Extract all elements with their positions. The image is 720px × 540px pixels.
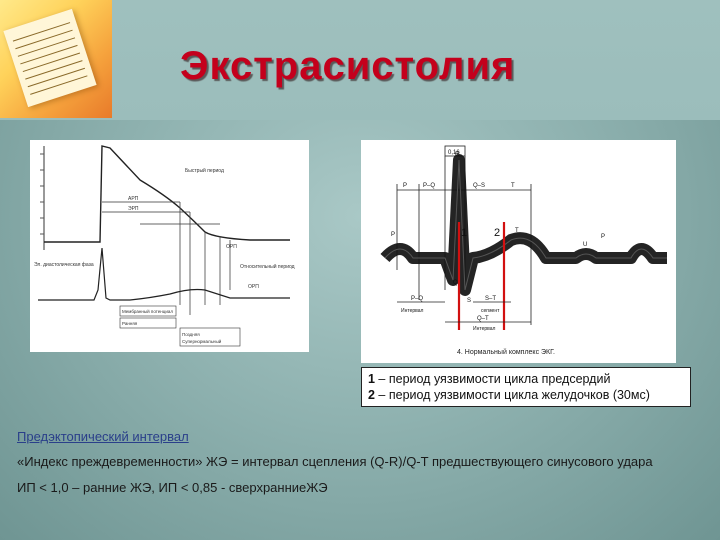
p-wave-2-label: P [601, 234, 605, 240]
top-pq-label: P–Q [423, 183, 435, 189]
marker-2-label: 2 [494, 227, 500, 239]
header-band [0, 0, 720, 120]
u-wave-label: U [583, 242, 587, 248]
top-qs-label: Q–S [473, 183, 485, 189]
t-wave-label: T [515, 228, 519, 234]
ecg-complex-figure: 0,16 P P–Q Q–S T P Q T U P S R 1 2 P–Q И… [361, 140, 676, 363]
membrane-label: Мембранный потенциал [122, 308, 173, 314]
p-wave-label: P [391, 232, 395, 238]
top-p-label: P [403, 183, 407, 189]
s-wave-label: S [467, 298, 471, 304]
legend-line-1: 1 – период уязвимости цикла предсердий [368, 371, 684, 387]
q-wave-label: Q [453, 280, 458, 286]
action-potential-figure: АРП ЭРП ОРП Быстрый период Эл. диастолич… [30, 140, 309, 352]
slide-title: Экстрасистолия [180, 44, 516, 88]
r-wave-label: R [455, 152, 460, 158]
top-t-label: T [511, 183, 515, 189]
prematurity-threshold-text: ИП < 1,0 – ранние ЖЭ, ИП < 0,85 - сверхр… [17, 480, 328, 495]
supernormal-label: Супернормальный [182, 338, 222, 344]
app-label: АРП [128, 196, 139, 202]
erp-label: ЭРП [128, 206, 139, 212]
legend-line-2: 2 – период уязвимости цикла желудочков (… [368, 387, 684, 403]
prematurity-index-text: «Индекс преждевременности» ЖЭ = интервал… [17, 454, 653, 469]
bottom-pq-interval-label: Интервал [401, 308, 424, 314]
early-label: Ранняя [122, 321, 138, 326]
orp-label: ОРП [226, 244, 237, 250]
legend-2-number: 2 [368, 388, 375, 402]
bottom-st-segment-label: сегмент [481, 308, 500, 314]
orp2-label: ОРП [248, 284, 259, 290]
ecg-complex-diagram: 0,16 P P–Q Q–S T P Q T U P S R 1 2 P–Q И… [380, 145, 667, 356]
relative-period-label: Относительный период [240, 263, 295, 270]
legend-1-text: – период уязвимости цикла предсердий [374, 372, 611, 386]
figure-caption: 4. Нормальный комплекс ЭКГ. [457, 348, 555, 356]
ecg-paper-thumbnail [0, 0, 112, 118]
legend-2-text: – период уязвимости цикла желудочков (30… [374, 388, 650, 402]
qrs-duration-label: 0,16 [448, 150, 460, 156]
action-potential-diagram: АРП ЭРП ОРП Быстрый период Эл. диастолич… [34, 145, 295, 347]
preectopic-interval-link[interactable]: Предэктопический интервал [17, 429, 189, 444]
marker-1-label: 1 [461, 227, 467, 239]
fast-period-label: Быстрый период [185, 167, 224, 174]
bottom-qt-label: Q–T [477, 316, 489, 322]
bottom-st-label: S–T [485, 296, 496, 302]
bottom-pq-label: P–Q [411, 296, 423, 302]
bottom-qt-interval-label: Интервал [473, 326, 496, 332]
ecg-phase-label: Эл. диастолическая фаза [34, 262, 94, 268]
legend-1-number: 1 [368, 372, 375, 386]
vulnerability-legend: 1 – период уязвимости цикла предсердий 2… [361, 367, 691, 407]
ecg-paper-image [3, 8, 97, 108]
late-label: Поздняя [182, 332, 200, 337]
